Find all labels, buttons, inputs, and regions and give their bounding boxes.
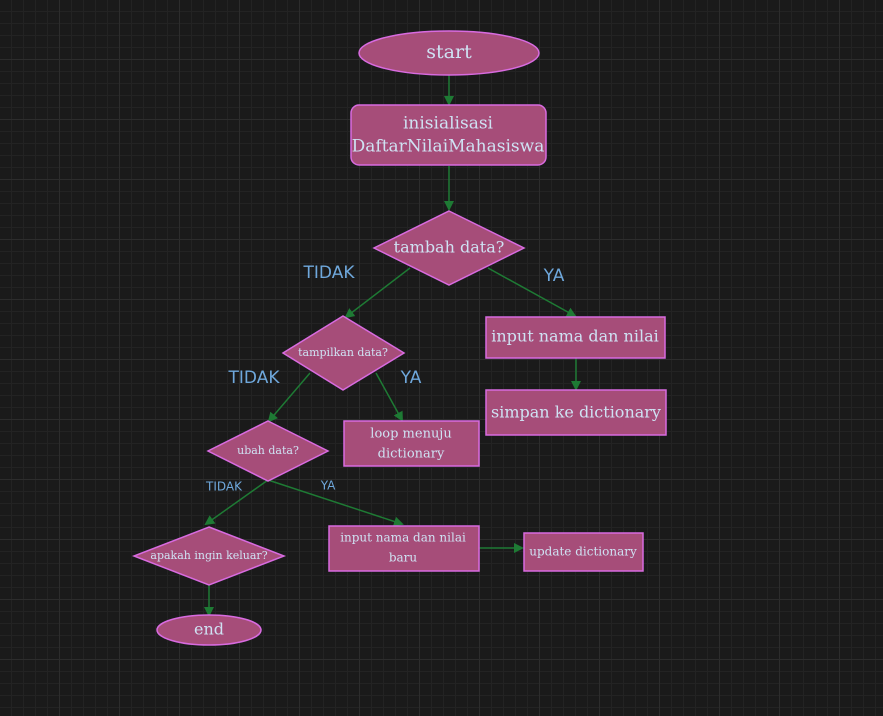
node-input-nama-nilai-baru-label-line1: input nama dan nilai: [340, 531, 466, 545]
edge-tambah-input: [487, 267, 577, 317]
edge-label-tampilkan-ya: YA: [400, 368, 422, 388]
node-inisialisasi-label-line2: DaftarNilaiMahasiswa: [352, 137, 545, 157]
node-tambah-data-label: tambah data?: [394, 238, 505, 257]
node-inisialisasi[interactable]: inisialisasi DaftarNilaiMahasiswa: [350, 104, 547, 166]
edge-ubah-inputbaru: [267, 479, 404, 527]
node-tampilkan-data[interactable]: tampilkan data?: [281, 315, 406, 391]
node-update-dictionary[interactable]: update dictionary: [523, 532, 644, 572]
node-start[interactable]: start: [358, 30, 540, 76]
node-ubah-data-label: ubah data?: [237, 444, 299, 457]
node-inisialisasi-label-line1: inisialisasi: [403, 114, 494, 134]
edge-label-tambah-tidak: TIDAK: [303, 263, 356, 283]
edge-tambah-tampilkan: [344, 267, 411, 319]
node-simpan-dictionary-label: simpan ke dictionary: [491, 403, 661, 422]
node-apakah-ingin-keluar[interactable]: apakah ingin keluar?: [131, 526, 287, 586]
node-simpan-dictionary[interactable]: simpan ke dictionary: [485, 389, 667, 436]
edge-ubah-keluar: [204, 479, 269, 526]
node-input-nama-nilai-baru[interactable]: input nama dan nilai baru: [328, 525, 480, 572]
node-ubah-data[interactable]: ubah data?: [206, 420, 330, 482]
edge-tampilkan-ubah: [267, 372, 311, 423]
node-input-nama-nilai-baru-label-line2: baru: [389, 551, 418, 565]
node-tampilkan-data-label: tampilkan data?: [298, 346, 388, 359]
node-update-dictionary-label: update dictionary: [529, 545, 637, 559]
node-apakah-ingin-keluar-label: apakah ingin keluar?: [150, 549, 267, 562]
edge-label-ubah-tidak: TIDAK: [205, 480, 243, 494]
node-loop-dictionary[interactable]: loop menuju dictionary: [343, 420, 480, 467]
edge-tampilkan-loop: [375, 372, 403, 422]
node-input-nama-nilai-label: input nama dan nilai: [491, 327, 659, 346]
edge-label-tampilkan-tidak: TIDAK: [228, 368, 281, 388]
node-end-label: end: [194, 620, 224, 639]
edge-label-ubah-ya: YA: [320, 479, 336, 493]
node-end[interactable]: end: [156, 614, 262, 646]
edges: [204, 75, 581, 617]
node-input-nama-nilai[interactable]: input nama dan nilai: [485, 316, 666, 359]
node-loop-dictionary-label-line1: loop menuju: [370, 427, 451, 442]
node-tambah-data[interactable]: tambah data?: [372, 210, 526, 286]
edge-label-tambah-ya: YA: [543, 266, 565, 286]
node-start-label: start: [426, 41, 472, 63]
node-loop-dictionary-label-line2: dictionary: [378, 447, 445, 462]
